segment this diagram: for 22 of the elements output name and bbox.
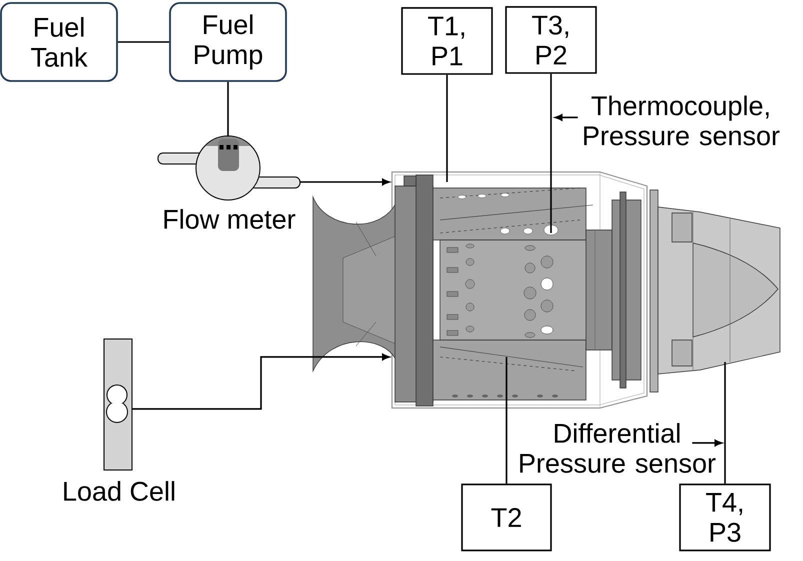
leader-arrow: [692, 440, 722, 446]
sensor-box: T4, P3: [679, 484, 771, 552]
connector-line: [506, 356, 508, 484]
load-cell-drawing: [104, 338, 132, 470]
node-label: Load Cell: [64, 481, 174, 501]
node-label: Flow meter: [164, 209, 296, 229]
connector-line: [227, 82, 229, 136]
connector-line: [118, 41, 170, 43]
connector-line: [446, 74, 448, 182]
sensor-box: T2: [461, 484, 552, 552]
flow-meter-drawing: [158, 135, 300, 200]
arrow: [132, 354, 390, 410]
leader-arrow: [554, 114, 578, 121]
connector-line: [550, 74, 552, 233]
sensor-box: T1, P1: [401, 7, 493, 75]
annotation-text: Differential Pressure sensor: [520, 423, 716, 473]
jet-engine-drawing: [312, 171, 780, 408]
connector-line: [724, 362, 726, 484]
component-box: Fuel Tank: [0, 2, 118, 82]
annotation-text: Thermocouple, Pressure sensor: [584, 96, 780, 146]
sensor-box: T3, P2: [505, 6, 597, 74]
component-box: Fuel Pump: [169, 2, 287, 82]
